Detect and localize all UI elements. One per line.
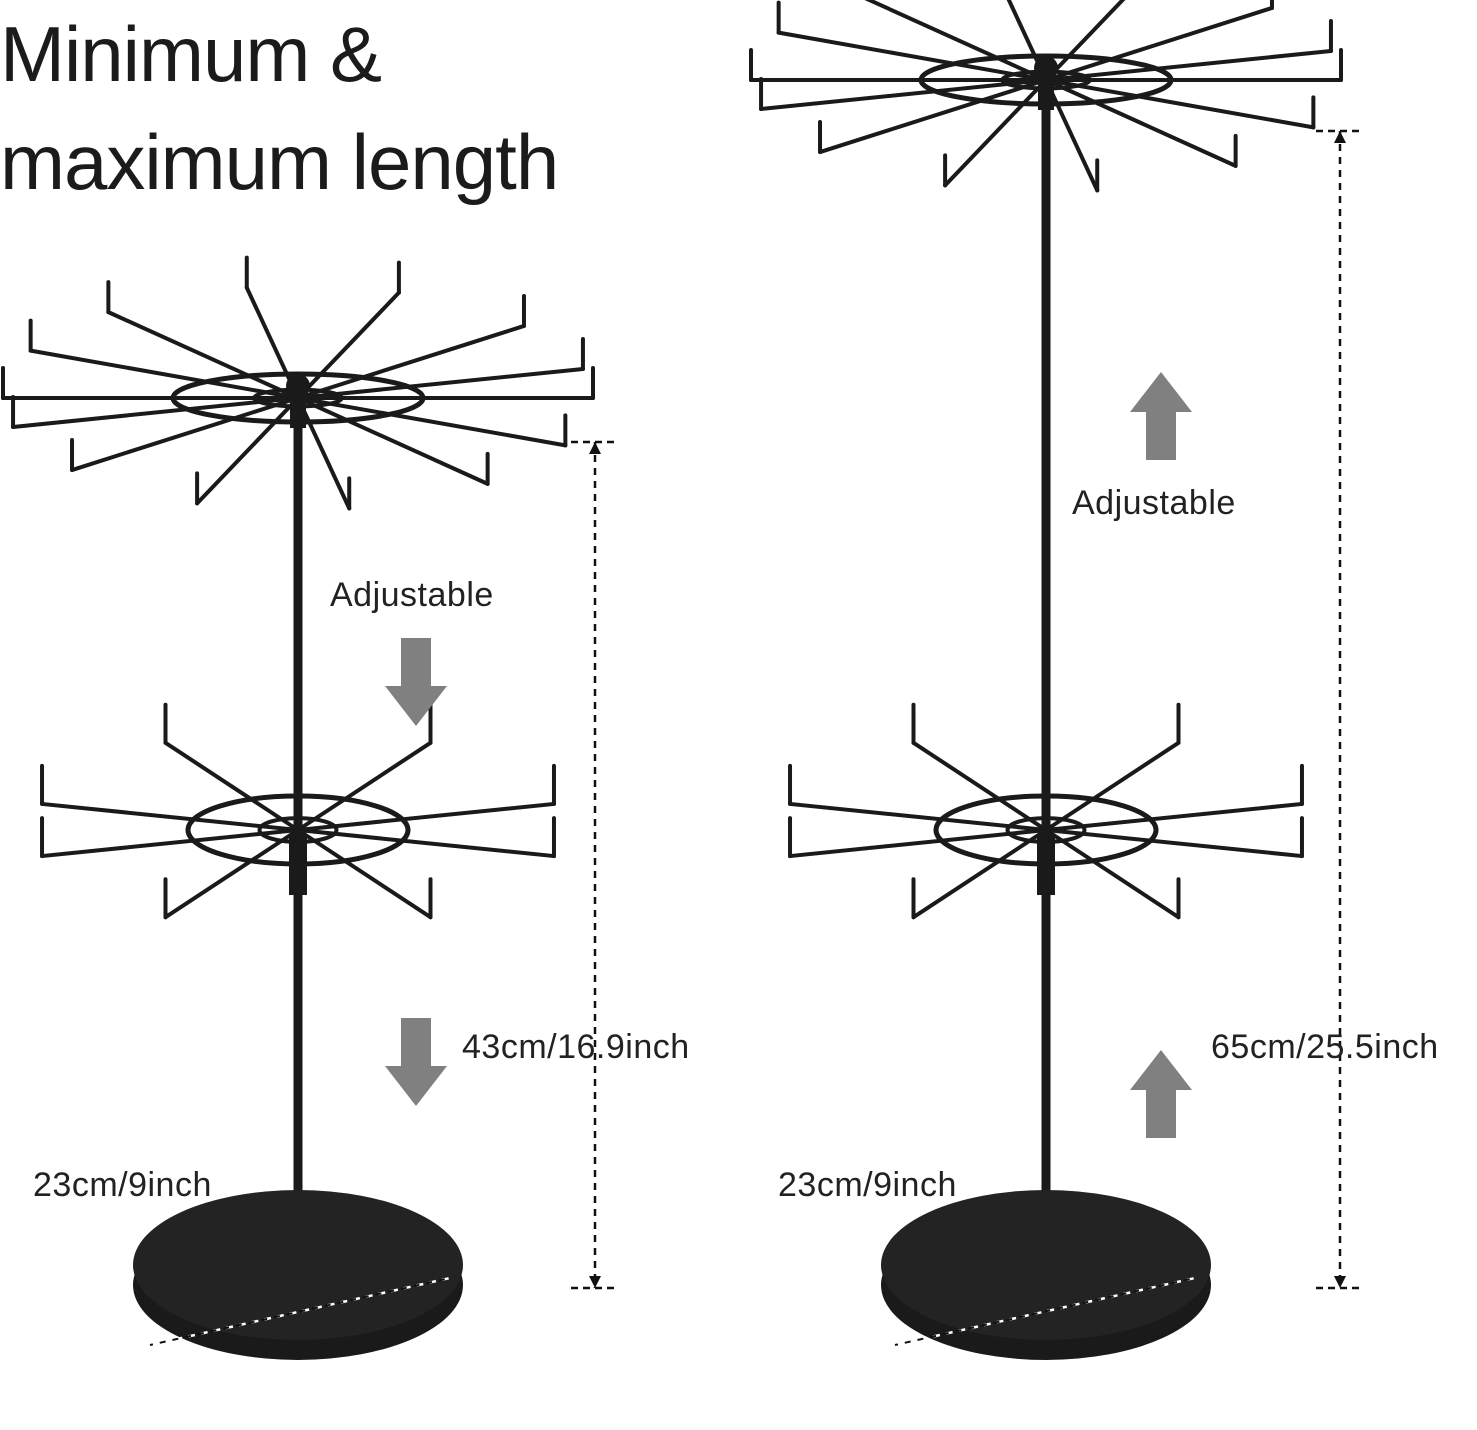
tier-spoke <box>296 828 433 920</box>
tier-spoke <box>195 396 300 506</box>
left-arrow-lower-icon <box>385 1018 447 1106</box>
page-title: Minimum & maximum length <box>0 0 559 216</box>
left-top-knob <box>286 374 310 398</box>
tier-spoke <box>296 290 401 400</box>
left-arrow-upper-icon <box>385 638 447 726</box>
left-jewelry-stand <box>1 255 595 1360</box>
right-adjustable-label: Adjustable <box>1072 484 1236 522</box>
right-base-dimension <box>894 1276 1196 1347</box>
tier-spoke <box>40 828 300 859</box>
tier-spoke <box>296 323 526 400</box>
tier-spoke <box>1044 5 1274 82</box>
tier-spoke <box>28 348 300 400</box>
left-base-dimension <box>149 1276 451 1347</box>
dimension-arrow-bottom <box>589 1276 601 1288</box>
dimension-arrow-top <box>1334 131 1346 143</box>
title-line-1: Minimum & <box>0 10 382 98</box>
left-height-label: 43cm/16.9inch <box>462 1028 690 1066</box>
tier-spoke <box>40 801 300 832</box>
tier-spoke <box>1044 78 1100 193</box>
base-dimension-line-shadow <box>894 1277 1196 1346</box>
left-top-collar <box>290 398 306 428</box>
tier-spoke <box>70 396 300 473</box>
right-middle-collar <box>1037 835 1055 895</box>
tier-spoke <box>296 396 568 448</box>
tier-spoke <box>788 828 1048 859</box>
tier-spoke <box>1044 0 1126 82</box>
dimension-arrow-top <box>589 442 601 454</box>
right-arrow-lower-icon <box>1130 1050 1192 1138</box>
tier-spoke <box>759 78 1048 112</box>
tier-spoke <box>296 366 585 400</box>
tier-spoke <box>163 828 300 920</box>
tier-spoke <box>788 801 1048 832</box>
right-base-label: 23cm/9inch <box>778 1166 957 1204</box>
direction-arrows <box>385 372 1192 1138</box>
right-height-dimension <box>1316 129 1364 1290</box>
title-line-2: maximum length <box>0 118 559 206</box>
right-base-top <box>881 1190 1211 1340</box>
tier-spoke <box>1044 78 1238 168</box>
tier-spoke <box>911 740 1048 832</box>
tier-spoke <box>1044 828 1304 859</box>
tier-spoke <box>1044 801 1304 832</box>
tier-spoke <box>11 396 300 430</box>
tier-spoke <box>1044 78 1316 130</box>
right-jewelry-stand <box>749 0 1343 1360</box>
tier-spoke <box>864 0 1048 82</box>
base-dimension-line-shadow <box>149 1277 451 1346</box>
left-height-dimension <box>571 440 619 1290</box>
right-top-collar <box>1038 80 1054 110</box>
tier-spoke <box>296 740 433 832</box>
tier-spoke <box>106 310 300 400</box>
dimension-arrow-bottom <box>1334 1276 1346 1288</box>
tier-spoke <box>1044 48 1333 82</box>
right-height-label: 65cm/25.5inch <box>1211 1028 1439 1066</box>
right-top-knob <box>1034 56 1058 80</box>
tier-spoke <box>296 396 490 486</box>
right-arrow-upper-icon <box>1130 372 1192 460</box>
tier-spoke <box>1044 740 1181 832</box>
tier-spoke <box>911 828 1048 920</box>
tier-spoke <box>296 396 352 511</box>
tier-spoke <box>818 78 1048 155</box>
dimension-lines <box>149 129 1364 1347</box>
tier-spoke <box>163 740 300 832</box>
left-base-top <box>133 1190 463 1340</box>
left-adjustable-label: Adjustable <box>330 576 494 614</box>
tier-spoke <box>1044 828 1181 920</box>
left-base-label: 23cm/9inch <box>33 1166 212 1204</box>
tier-spoke <box>943 78 1048 188</box>
tier-spoke <box>296 828 556 859</box>
tier-spoke <box>296 801 556 832</box>
tier-spoke <box>776 30 1048 82</box>
left-middle-collar <box>289 835 307 895</box>
